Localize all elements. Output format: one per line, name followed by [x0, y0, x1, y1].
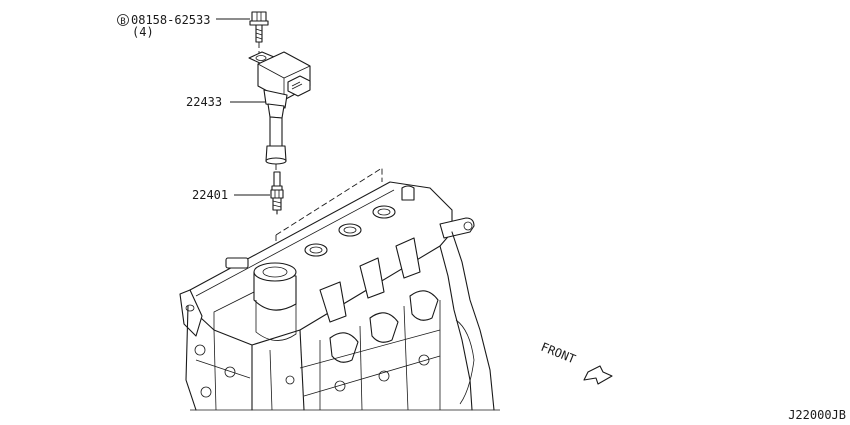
spark-plug-part-number: 22401 — [192, 188, 228, 202]
spark-plug-icon — [270, 171, 284, 215]
b-circle-letter: B — [120, 17, 125, 27]
callout-ignition-coil[interactable]: 22433 — [186, 95, 266, 109]
engine-illustration — [179, 167, 500, 411]
plug-hole — [372, 205, 396, 219]
plug-hole — [304, 243, 328, 257]
front-label: FRONT — [539, 340, 578, 367]
bolt-icon — [249, 11, 269, 58]
callout-spark-plug[interactable]: 22401 — [192, 188, 270, 202]
plug-hole — [338, 223, 362, 237]
front-arrow-icon — [583, 365, 613, 385]
bolt-quantity: (4) — [132, 25, 154, 39]
front-indicator: FRONT — [539, 340, 613, 385]
ignition-coil-part-number: 22433 — [186, 95, 222, 109]
diagram-id: J22000JB — [788, 408, 846, 422]
ignition-coil-icon — [248, 51, 311, 172]
b-circle-symbol — [117, 14, 129, 26]
bolt-part-number: 08158-62533 — [131, 13, 210, 27]
callout-bolt[interactable]: B 08158-62533 (4) — [117, 13, 251, 39]
